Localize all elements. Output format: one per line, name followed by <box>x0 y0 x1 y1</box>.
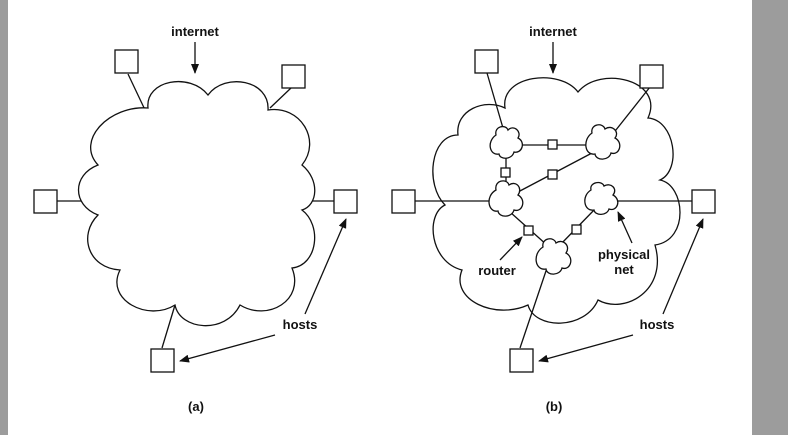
host-box <box>691 189 716 214</box>
physical-net-arrow <box>617 211 633 244</box>
physical-net-label: physical <box>598 247 650 262</box>
host-link <box>519 264 549 349</box>
host-box <box>509 348 534 373</box>
host-box <box>391 189 416 214</box>
left-border <box>0 0 8 435</box>
host-link <box>127 73 147 113</box>
internet-label: internet <box>529 24 577 39</box>
caption-b: (b) <box>546 399 563 414</box>
host-link <box>486 72 506 136</box>
panel-b: internet router physical net hosts (b) <box>391 24 716 414</box>
physical-net-cloud <box>488 180 524 217</box>
right-scrollbar-area <box>752 0 788 435</box>
physical-net-label-line2: net <box>614 262 634 277</box>
caption-a: (a) <box>188 399 204 414</box>
router-box <box>523 225 534 236</box>
physical-net-cloud <box>489 125 524 159</box>
host-box <box>150 348 175 373</box>
router-box <box>500 167 511 178</box>
host-box <box>333 189 358 214</box>
hosts-label: hosts <box>640 317 675 332</box>
internet-cloud <box>77 81 316 327</box>
hosts-arrow <box>538 334 634 363</box>
hosts-arrow <box>179 334 276 363</box>
panel-a: internet hosts (a) <box>33 24 358 414</box>
physical-net-cloud <box>584 181 619 216</box>
physical-net-cloud <box>585 124 621 160</box>
hosts-label: hosts <box>283 317 318 332</box>
hosts-arrow <box>304 218 347 315</box>
host-box <box>474 49 499 74</box>
physical-net-cloud <box>535 238 572 275</box>
host-link <box>161 304 176 349</box>
hosts-arrow <box>662 218 704 315</box>
host-box <box>33 189 58 214</box>
host-box <box>114 49 139 74</box>
router-arrow <box>499 236 523 261</box>
router-box <box>547 139 558 150</box>
router-box <box>547 169 558 180</box>
host-link <box>269 87 292 109</box>
internet-label: internet <box>171 24 219 39</box>
router-box <box>571 224 582 235</box>
host-box <box>639 64 664 89</box>
host-box <box>281 64 306 89</box>
router-label: router <box>478 263 516 278</box>
